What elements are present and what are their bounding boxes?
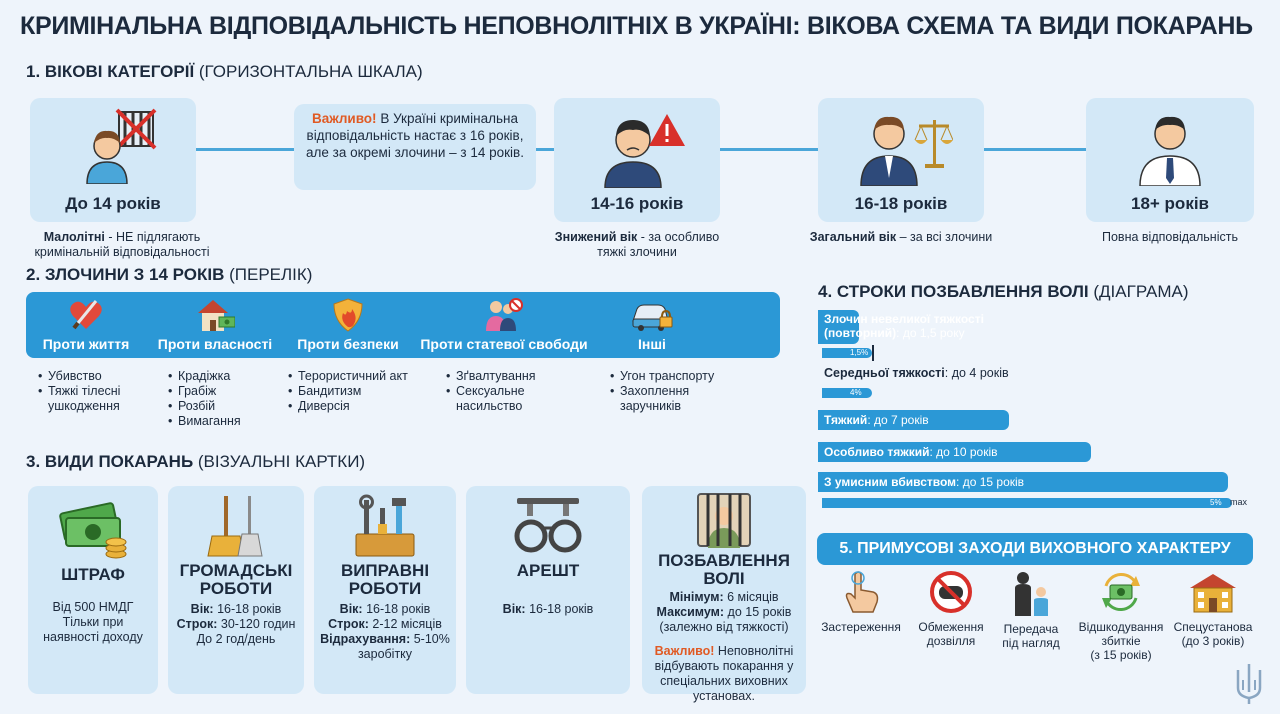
crime-category-bar: Проти життя Проти власності Проти безпек… [26, 292, 780, 358]
chart-value-label: 1,5% [850, 348, 869, 357]
timeline-line [536, 148, 554, 151]
teen-warning-icon [604, 114, 685, 188]
age-desc-14-16: Знижений вік - за особливо тяжкі злочини [554, 230, 720, 259]
shield-fire-icon [333, 298, 363, 332]
chart-error-tick [872, 345, 874, 361]
chart-value-bar [822, 388, 872, 398]
crime-list-security: Терористичний акт Бандитизм Диверсія [288, 369, 428, 414]
chart-bar-label: Злочин невеликої тяжкості (повторний): д… [824, 312, 984, 340]
adult-child-icon [1015, 572, 1048, 616]
crime-list-property: Крадіжка Грабіж Розбій Вимагання [168, 369, 278, 429]
money-cycle-icon [1102, 573, 1140, 611]
measure-warning: Застереження [816, 570, 906, 634]
section-punishments-heading: 3. ВИДИ ПОКАРАНЬ (ВІЗУАЛЬНІ КАРТКИ) [26, 452, 366, 471]
punishment-card-correctional: ВИПРАВНІ РОБОТИ Вік: 16-18 років Строк: … [314, 486, 456, 694]
age-label: 16-18 років [854, 194, 948, 213]
crime-category-property: Проти власності [150, 292, 280, 358]
punishment-card-prison: ПОЗБАВЛЕННЯ ВОЛІ Мінімум: 6 місяців Макс… [642, 486, 806, 703]
money-icon [59, 502, 127, 559]
chart-bar-label: З умисним вбивством: до 15 років [824, 475, 1025, 489]
prison-terms-chart: Злочин невеликої тяжкості (повторний): д… [818, 308, 1258, 518]
age-desc-under14: Малолітні - НЕ підлягають кримінальній в… [34, 230, 210, 259]
chart-value-bar [822, 348, 872, 358]
measure-special-institution: Спецустанова (до 3 років) [1168, 570, 1258, 648]
child-icon [86, 108, 157, 184]
chart-bar-label: Особливо тяжкий: до 10 років [824, 445, 998, 459]
tools-icon [355, 494, 415, 557]
age-label: 14-16 років [590, 194, 684, 213]
age-desc-16-18: Загальний вік – за всі злочини [809, 230, 993, 244]
crime-category-sexual: Проти статевої свободи [414, 292, 594, 358]
section-measures-heading: 5. ПРИМУСОВІ ЗАХОДИ ВИХОВНОГО ХАРАКТЕРУ [817, 533, 1253, 565]
age-desc-18plus: Повна відповідальність [1102, 230, 1238, 244]
crime-category-security: Проти безпеки [288, 292, 408, 358]
people-forbidden-icon [486, 298, 523, 331]
chart-bar-label: Тяжкий: до 7 років [824, 413, 929, 427]
chart-bar [818, 442, 1092, 462]
heart-knife-icon [70, 300, 102, 330]
crime-category-other: Інші [622, 292, 682, 358]
house-money-icon [198, 300, 235, 331]
timeline-line [196, 148, 294, 151]
section-prison-terms-heading: 4. СТРОКИ ПОЗБАВЛЕННЯ ВОЛІ (ДІАГРАМА) [818, 282, 1189, 301]
age-card-18plus: 18+ років [1086, 98, 1254, 222]
section-crimes-heading: 2. ЗЛОЧИНИ З 14 РОКІВ (ПЕРЕЛІК) [26, 265, 313, 284]
chart-axis-max-label: max [1230, 497, 1248, 507]
crime-list-other: Угон транспорту Захоплення заручників [610, 369, 750, 414]
measure-compensation: Відшкодування збиткіе (з 15 років) [1076, 570, 1166, 662]
punishment-card-fine: ШТРАФ Від 500 НМДГ Тільки при наявності … [28, 486, 158, 694]
chart-bar-label: Середньої тяжкості: до 4 років [824, 366, 1009, 380]
adult-icon [1139, 116, 1201, 186]
handcuffs-icon [514, 498, 582, 553]
chart-value-label: 5% [1210, 498, 1222, 507]
timeline-line [720, 148, 818, 151]
school-building-icon [1190, 574, 1236, 613]
crime-category-life: Проти життя [30, 292, 142, 358]
punishment-card-community: ГРОМАДСЬКІ РОБОТИ Вік: 16-18 років Строк… [168, 486, 304, 694]
important-note: Важливо! В Україні кримінальна відповіда… [294, 104, 536, 190]
chart-bar [818, 472, 1228, 492]
car-lock-icon [632, 304, 673, 331]
pointing-hand-icon [845, 571, 879, 613]
no-gamepad-icon [930, 571, 972, 613]
crime-list-life: Убивство Тяжкі тілесні ушкодження [38, 369, 158, 414]
justice-scales-icon [860, 116, 953, 186]
trident-icon [1236, 664, 1262, 704]
prison-bars-icon [697, 493, 751, 548]
chart-bar [818, 310, 859, 344]
broom-icon [207, 496, 263, 557]
measure-supervision: Передача під нагляд [986, 570, 1076, 650]
age-card-under14: До 14 років [30, 98, 196, 222]
age-card-14-16: 14-16 років [554, 98, 720, 222]
age-label: До 14 років [65, 194, 161, 213]
section-age-heading: 1. ВІКОВІ КАТЕГОРІЇ (ГОРИЗОНТАЛЬНА ШКАЛА… [26, 62, 423, 81]
age-label: 18+ років [1130, 194, 1209, 213]
crime-list-sexual: Зґвалтування Сексуальне насильство [446, 369, 566, 414]
chart-value-bar [822, 498, 1232, 508]
timeline-line [984, 148, 1086, 151]
chart-bar [818, 410, 1010, 430]
measure-leisure-restriction: Обмеження дозвілля [906, 570, 996, 648]
age-card-16-18: 16-18 років [818, 98, 984, 222]
page-title: КРИМІНАЛЬНА ВІДПОВІДАЛЬНІСТЬ НЕПОВНОЛІТН… [20, 12, 1253, 40]
punishment-card-arrest: АРЕШТ Вік: 16-18 років [466, 486, 630, 694]
chart-value-label: 4% [850, 388, 862, 397]
